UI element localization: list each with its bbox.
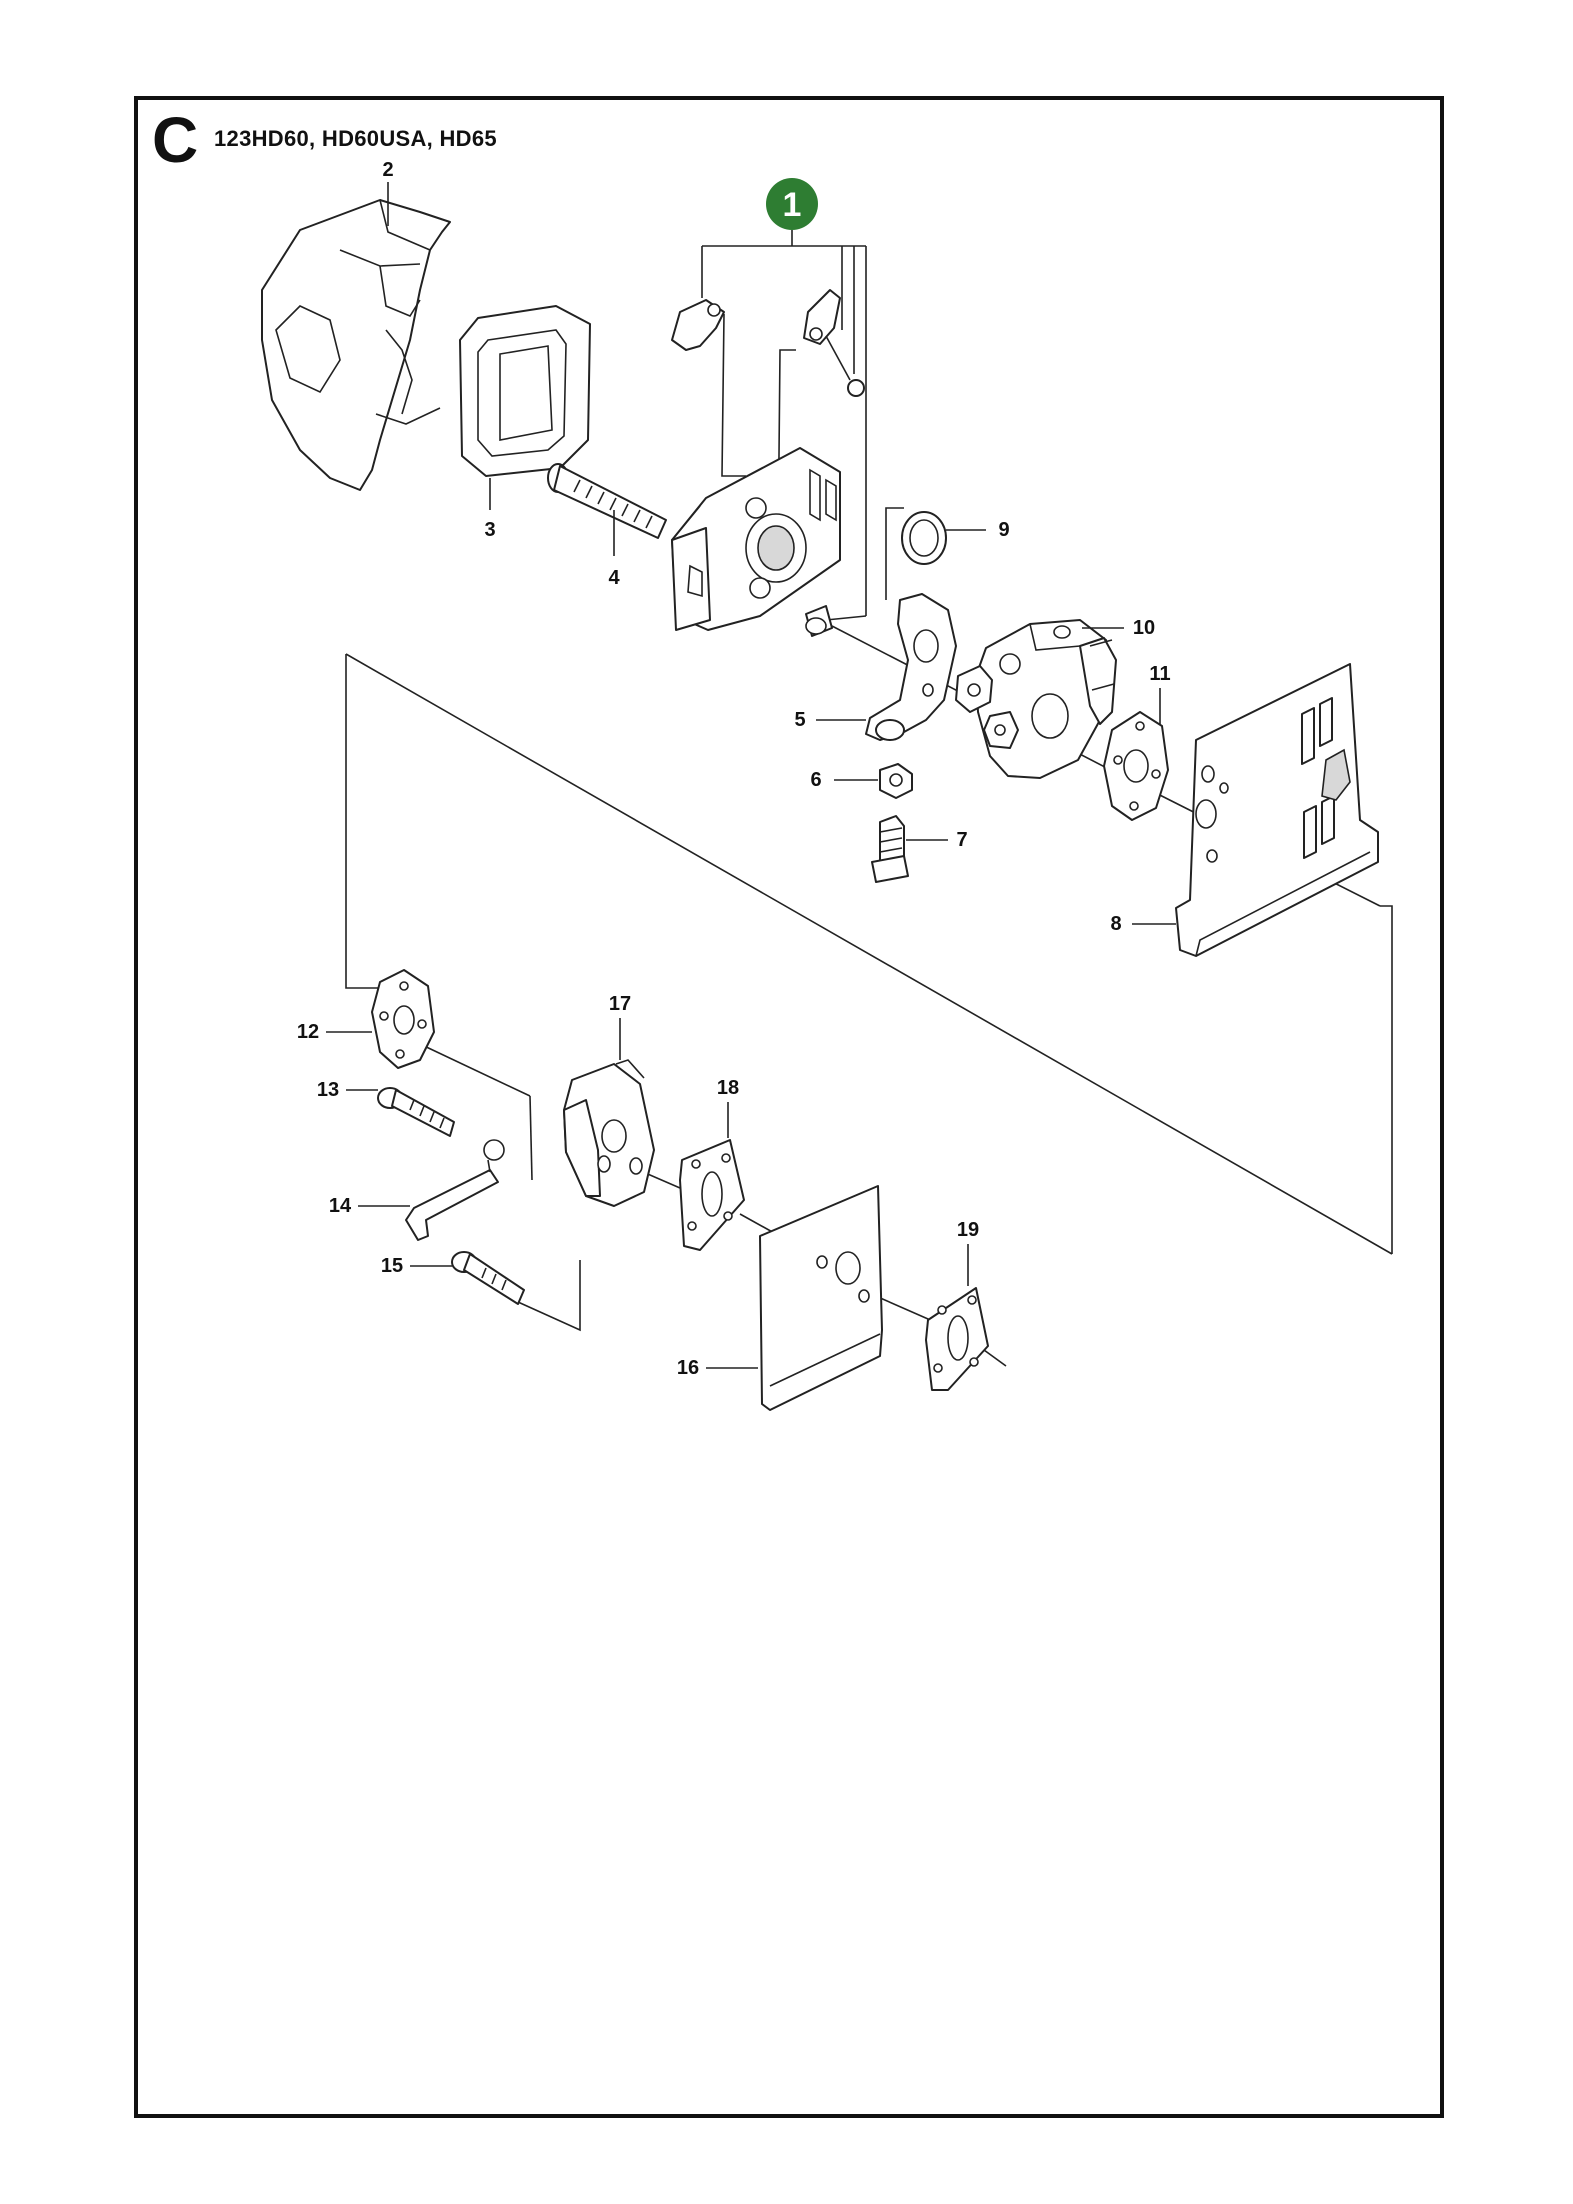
svg-text:10: 10 — [1133, 617, 1155, 639]
kit-badge[interactable]: 1 — [766, 178, 818, 230]
part-16-heat-shield[interactable] — [759, 1185, 883, 1411]
part-14-l-bracket[interactable] — [405, 1139, 505, 1241]
assembly-connector-lines — [345, 653, 1393, 1367]
kit-part-small-screw[interactable] — [825, 335, 865, 397]
callout-19: 19 — [957, 1219, 979, 1286]
part-5-mounting-bracket[interactable] — [865, 593, 957, 741]
part-17-intake-adapter[interactable] — [563, 1059, 655, 1207]
kit-part-wire-bracket[interactable] — [803, 289, 841, 345]
callout-13: 13 — [317, 1079, 378, 1101]
callout-18: 18 — [717, 1077, 739, 1138]
part-7-adjuster-screw[interactable] — [871, 815, 909, 883]
callout-7: 7 — [906, 829, 968, 851]
svg-text:5: 5 — [794, 709, 805, 731]
svg-text:7: 7 — [956, 829, 967, 851]
kit-part-choke-clip[interactable] — [671, 299, 725, 351]
callout-11: 11 — [1149, 663, 1171, 724]
callout-5: 5 — [794, 709, 866, 731]
model-list-title: 123HD60, HD60USA, HD65 — [214, 126, 497, 151]
callout-12: 12 — [297, 1021, 372, 1043]
svg-text:2: 2 — [382, 159, 393, 181]
part-3-air-filter[interactable] — [459, 305, 591, 477]
callout-14: 14 — [329, 1195, 410, 1217]
svg-text:17: 17 — [609, 993, 631, 1015]
callout-3: 3 — [484, 478, 496, 541]
svg-text:13: 13 — [317, 1079, 339, 1101]
svg-text:11: 11 — [1149, 663, 1170, 685]
callout-17: 17 — [609, 993, 631, 1060]
kit-part-spacer[interactable] — [805, 605, 833, 637]
diagram-frame — [134, 96, 1444, 2118]
part-11-gasket[interactable] — [1103, 711, 1169, 821]
part-13-bolt[interactable] — [377, 1087, 455, 1137]
callout-10: 10 — [1082, 617, 1155, 639]
part-18-gasket[interactable] — [679, 1139, 745, 1251]
kit-part-filter-holder[interactable] — [671, 447, 841, 631]
svg-text:6: 6 — [810, 769, 821, 791]
part-9-o-ring[interactable] — [901, 511, 947, 565]
callout-9: 9 — [885, 507, 1010, 600]
part-10-carburetor[interactable] — [955, 619, 1117, 779]
callout-4: 4 — [608, 510, 620, 589]
part-15-bolt[interactable] — [451, 1251, 525, 1305]
kit-badge-circle — [766, 178, 818, 230]
svg-text:19: 19 — [957, 1219, 979, 1241]
callout-6: 6 — [810, 769, 878, 791]
part-12-gasket[interactable] — [371, 969, 435, 1069]
svg-text:4: 4 — [608, 567, 620, 589]
svg-text:12: 12 — [297, 1021, 319, 1043]
callout-15: 15 — [381, 1255, 452, 1277]
part-2-air-filter-cover[interactable] — [261, 199, 451, 491]
section-letter: C — [152, 104, 199, 176]
svg-text:16: 16 — [677, 1357, 699, 1379]
svg-text:8: 8 — [1110, 913, 1121, 935]
part-6-nut[interactable] — [879, 763, 913, 799]
svg-text:3: 3 — [484, 519, 495, 541]
callout-16: 16 — [677, 1357, 758, 1379]
callout-8: 8 — [1110, 913, 1176, 935]
svg-text:9: 9 — [998, 519, 1009, 541]
svg-text:14: 14 — [329, 1195, 352, 1217]
svg-text:18: 18 — [717, 1077, 739, 1099]
kit-bracket-lines — [701, 230, 867, 621]
part-4-bolt[interactable] — [547, 463, 667, 539]
kit-badge-label: 1 — [783, 186, 802, 224]
svg-text:15: 15 — [381, 1255, 403, 1277]
part-8-heat-shield[interactable] — [1175, 663, 1379, 957]
part-19-gasket[interactable] — [925, 1287, 989, 1391]
callout-2: 2 — [382, 159, 394, 226]
